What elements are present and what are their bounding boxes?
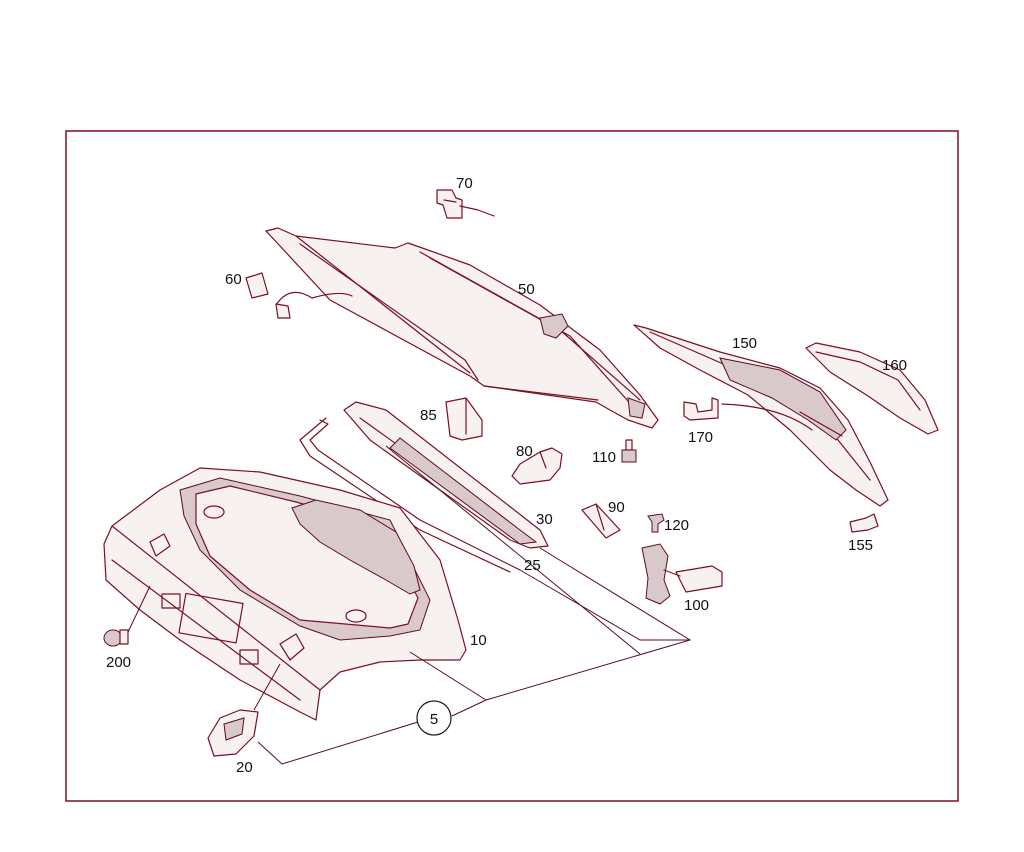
part-20-handle[interactable] — [207, 663, 281, 757]
part-110-screw[interactable] — [621, 439, 637, 463]
part-70-clip[interactable] — [436, 189, 495, 219]
part-60-harness[interactable] — [245, 272, 353, 319]
part-25-strip[interactable] — [299, 417, 521, 573]
part-30-panel[interactable] — [343, 401, 549, 549]
label-90: 90 — [608, 499, 625, 516]
label-30: 30 — [536, 511, 553, 528]
label-120: 120 — [664, 517, 689, 534]
part-85-bracket[interactable] — [445, 397, 483, 441]
label-150: 150 — [732, 335, 757, 352]
label-160: 160 — [882, 357, 907, 374]
label-170: 170 — [688, 429, 713, 446]
part-90-bracket[interactable] — [581, 503, 621, 539]
label-50: 50 — [518, 281, 535, 298]
callout-5[interactable]: 5 — [416, 700, 452, 736]
leader-lines — [257, 445, 692, 765]
part-120-plug[interactable] — [647, 513, 665, 533]
part-200-grommet[interactable] — [103, 585, 151, 647]
label-20: 20 — [236, 759, 253, 776]
part-155-screw[interactable] — [849, 513, 879, 533]
label-110: 110 — [592, 449, 616, 466]
label-155: 155 — [848, 537, 873, 554]
label-25: 25 — [524, 557, 541, 574]
label-80: 80 — [516, 443, 533, 460]
part-100-lock[interactable] — [641, 543, 723, 605]
part-80-bracket[interactable] — [511, 447, 563, 485]
label-60: 60 — [225, 271, 242, 288]
label-10: 10 — [470, 632, 487, 649]
label-85: 85 — [420, 407, 437, 424]
label-100: 100 — [684, 597, 709, 614]
label-5: 5 — [430, 711, 438, 728]
diagram-frame — [65, 130, 959, 802]
label-70: 70 — [456, 175, 473, 192]
part-160-trim[interactable] — [805, 342, 939, 435]
part-10-shelf[interactable] — [103, 467, 467, 721]
part-50-rail[interactable] — [265, 227, 659, 429]
part-150-cover[interactable] — [633, 324, 889, 507]
label-200: 200 — [106, 654, 131, 671]
part-170-bracket[interactable] — [683, 397, 813, 431]
